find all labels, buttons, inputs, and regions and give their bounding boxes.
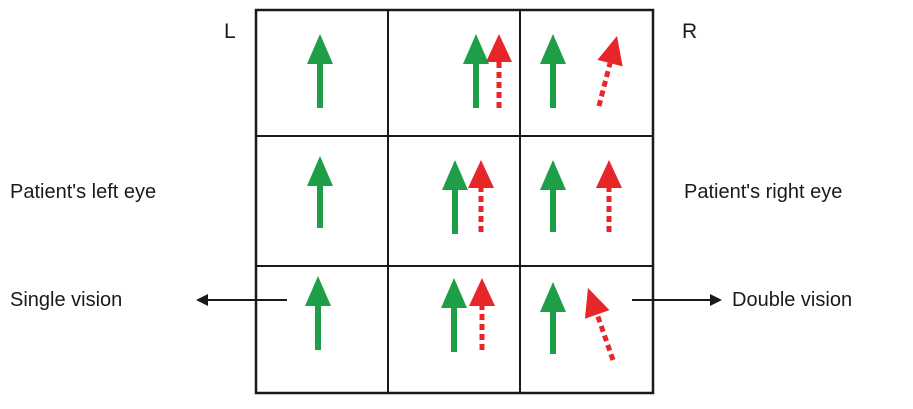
cell-3-1-green-arrow [305,276,331,350]
left-eye-label: Patient's left eye [10,181,157,203]
double-vision-label: Double vision [732,289,853,311]
cell-1-2-red-arrow-head [486,34,512,62]
cell-1-2-green-arrow [463,34,489,108]
cell-2-3-green-arrow-head [540,160,566,190]
cell-2-3-red-arrow [596,160,622,232]
left-corner-label: L [224,20,236,43]
cell-1-1-green-arrow [307,34,333,108]
double-vision-pointer-arrow [632,294,722,306]
cell-1-3-green-arrow [540,34,566,108]
cell-2-3-green-arrow [540,160,566,232]
double-vision-pointer-arrow-head [710,294,722,306]
right-corner-label: R [682,20,698,43]
cell-3-3-green-arrow [540,282,566,354]
cell-1-1-green-arrow-head [307,34,333,64]
cell-2-2-green-arrow [442,160,468,234]
cell-1-3-red-arrow-head [597,36,623,67]
cell-2-1-green-arrow [307,156,333,228]
right-eye-label: Patient's right eye [684,181,843,203]
cell-3-3-red-arrow-shaft [594,313,616,361]
cell-2-3-red-arrow-head [596,160,622,188]
single-vision-label: Single vision [10,289,123,311]
cell-1-3-red-arrow-shaft [596,62,613,107]
cell-3-2-red-arrow-head [469,278,495,306]
cell-1-3-red-arrow [596,36,623,107]
cell-3-2-green-arrow-head [441,278,467,308]
cell-3-3-red-arrow [584,288,616,361]
grid-outer-border [254,8,655,395]
cell-3-1-green-arrow-head [305,276,331,306]
cell-2-2-red-arrow [468,160,494,232]
cell-2-1-green-arrow-head [307,156,333,186]
cell-1-3-green-arrow-head [540,34,566,64]
cell-3-3-red-arrow-head [584,288,610,319]
cell-3-3-green-arrow-head [540,282,566,312]
cell-2-2-red-arrow-head [468,160,494,188]
single-vision-pointer-arrow-head [196,294,208,306]
cell-1-2-red-arrow [486,34,512,108]
single-vision-pointer-arrow [196,294,287,306]
cell-1-2-green-arrow-head [463,34,489,64]
cell-2-2-green-arrow-head [442,160,468,190]
cell-3-2-red-arrow [469,278,495,350]
cell-3-2-green-arrow [441,278,467,352]
